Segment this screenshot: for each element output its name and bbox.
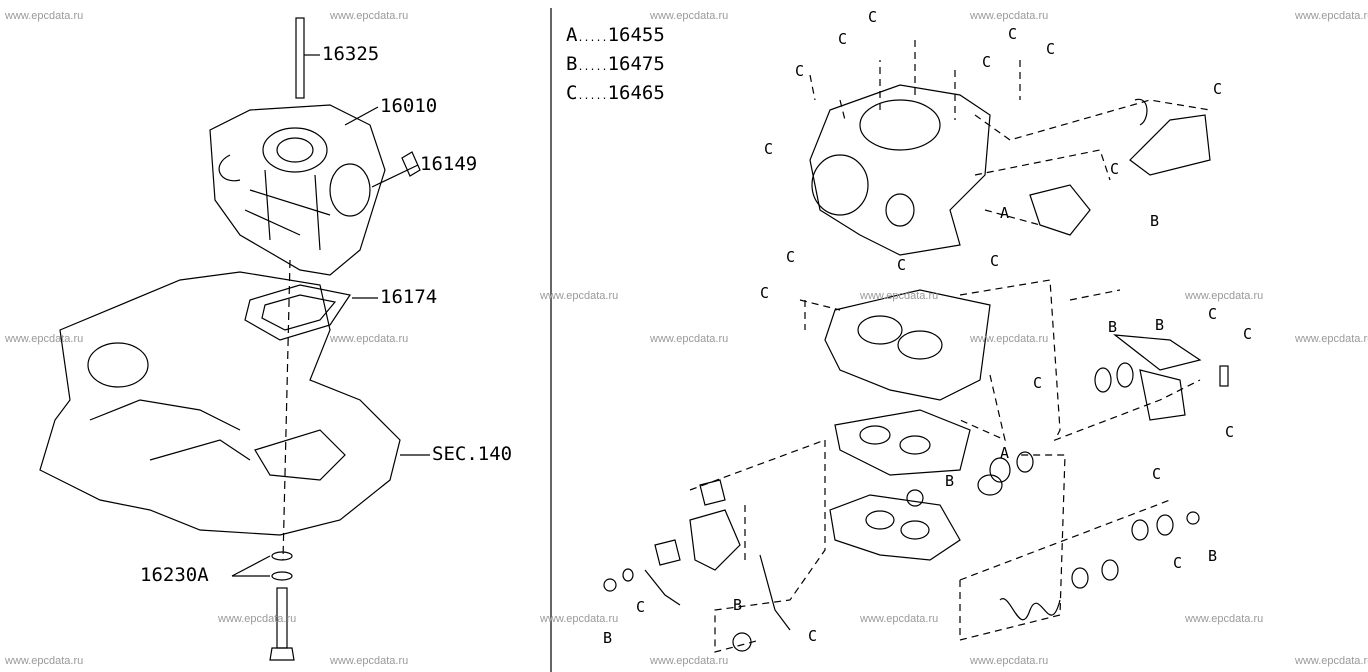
insulator-16174 xyxy=(244,284,378,341)
callout-c: C xyxy=(897,256,907,274)
alignment-dashed-line xyxy=(282,259,291,561)
small-parts xyxy=(603,98,1229,652)
callout-c: C xyxy=(1208,305,1218,323)
callout-c: C xyxy=(795,62,805,80)
callout-b: B xyxy=(733,596,743,614)
legend-dots: ..... xyxy=(577,33,608,44)
watermark: www.epcdata.ru xyxy=(650,10,729,22)
legend-letter: A xyxy=(566,24,578,46)
watermark: www.epcdata.ru xyxy=(970,333,1049,345)
fitting-16149 xyxy=(401,151,421,177)
legend-letter: C xyxy=(566,82,578,104)
carburetor-top-cover xyxy=(809,84,991,256)
callout-a: A xyxy=(1000,444,1010,462)
callout-c: C xyxy=(1046,40,1056,58)
carburetor-16010 xyxy=(209,104,419,276)
watermark: www.epcdata.ru xyxy=(970,655,1049,667)
callout-c: C xyxy=(1173,554,1183,572)
watermark: www.epcdata.ru xyxy=(860,290,939,302)
callout-c: C xyxy=(1243,325,1253,343)
callout-b: B xyxy=(945,472,955,490)
watermark: www.epcdata.ru xyxy=(970,10,1049,22)
watermark: www.epcdata.ru xyxy=(860,613,939,625)
part-label-16325[interactable]: 16325 xyxy=(322,43,380,65)
part-label-16174[interactable]: 16174 xyxy=(380,286,438,308)
watermark: www.epcdata.ru xyxy=(1185,290,1264,302)
intake-manifold-sec140 xyxy=(39,271,430,536)
section-ref-label[interactable]: SEC.140 xyxy=(432,443,513,465)
callout-c: C xyxy=(1225,423,1235,441)
watermark: www.epcdata.ru xyxy=(330,655,409,667)
carburetor-body xyxy=(824,289,991,401)
callout-b: B xyxy=(1108,318,1118,336)
callout-c: C xyxy=(1213,80,1223,98)
gasket-a xyxy=(834,409,971,476)
callout-b: B xyxy=(1155,316,1165,334)
callout-b: B xyxy=(603,629,613,647)
callout-c: C xyxy=(868,8,878,26)
callout-a: A xyxy=(1000,204,1010,222)
legend-dots: ..... xyxy=(577,91,608,102)
legend-item-b: B.....16475 xyxy=(566,55,665,77)
washer-bolt-16230a xyxy=(231,551,295,661)
callout-c: C xyxy=(990,252,1000,270)
legend-part-number: 16465 xyxy=(607,82,665,104)
callout-c: C xyxy=(808,627,818,645)
watermark: www.epcdata.ru xyxy=(5,655,84,667)
legend-part-number: 16475 xyxy=(607,53,665,75)
watermark: www.epcdata.ru xyxy=(650,655,729,667)
watermark: www.epcdata.ru xyxy=(1295,333,1368,345)
callout-c: C xyxy=(1008,25,1018,43)
callout-c: C xyxy=(786,248,796,266)
legend-dots: ..... xyxy=(577,62,608,73)
callout-b: B xyxy=(1150,212,1160,230)
legend-item-c: C.....16465 xyxy=(566,84,665,106)
legend-letter: B xyxy=(566,53,578,75)
callout-c: C xyxy=(764,140,774,158)
callout-c: C xyxy=(760,284,770,302)
watermark: www.epcdata.ru xyxy=(540,290,619,302)
watermark: www.epcdata.ru xyxy=(330,10,409,22)
watermark: www.epcdata.ru xyxy=(5,333,84,345)
watermark: www.epcdata.ru xyxy=(330,333,409,345)
watermark: www.epcdata.ru xyxy=(1295,655,1368,667)
callout-c: C xyxy=(1110,160,1120,178)
legend-part-number: 16455 xyxy=(607,24,665,46)
callout-b: B xyxy=(1208,547,1218,565)
watermark: www.epcdata.ru xyxy=(540,613,619,625)
watermark: www.epcdata.ru xyxy=(1185,613,1264,625)
watermark: www.epcdata.ru xyxy=(650,333,729,345)
callout-c: C xyxy=(982,53,992,71)
part-label-16149[interactable]: 16149 xyxy=(420,153,478,175)
part-label-16010[interactable]: 16010 xyxy=(380,95,438,117)
throttle-base xyxy=(829,494,961,561)
part-label-16230a[interactable]: 16230A xyxy=(140,564,209,586)
watermark: www.epcdata.ru xyxy=(218,613,297,625)
stud-16325 xyxy=(295,17,320,99)
watermark: www.epcdata.ru xyxy=(1295,10,1368,22)
watermark: www.epcdata.ru xyxy=(5,10,84,22)
callout-c: C xyxy=(1152,465,1162,483)
callout-c: C xyxy=(1033,374,1043,392)
legend-item-a: A.....16455 xyxy=(566,26,665,48)
callout-c: C xyxy=(838,30,848,48)
assembly-dashed-lines xyxy=(689,40,1211,653)
callout-c: C xyxy=(636,598,646,616)
